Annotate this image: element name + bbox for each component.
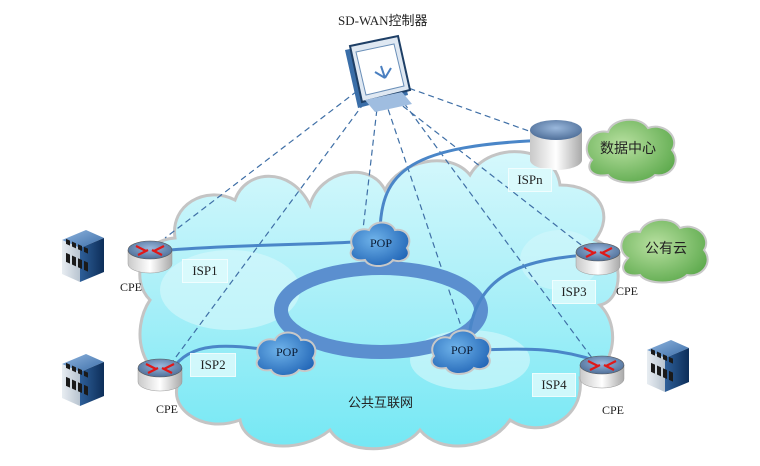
pop-label-3: POP: [450, 343, 473, 357]
ispn-cylinder-icon: [530, 120, 582, 170]
cpe-label-2: CPE: [156, 402, 179, 416]
pop-cloud-2: [255, 331, 317, 377]
cpe-router-icon: [127, 240, 173, 274]
controller-title: SD-WAN控制器: [338, 13, 428, 28]
isp2-label: ISP2: [190, 353, 236, 377]
pop-cloud-1: [349, 221, 411, 267]
datacenter-label: 数据中心: [600, 142, 656, 157]
controller-monitor-icon: [345, 34, 412, 112]
cpe-label-1: CPE: [120, 280, 143, 294]
pop-label-1: POP: [369, 236, 392, 250]
building-icon: [647, 340, 689, 392]
pop-cloud-3: [430, 329, 492, 375]
cpe-label-3: CPE: [616, 284, 639, 298]
public-cloud-label: 公有云: [645, 242, 687, 257]
control-links: [164, 84, 596, 366]
cpe-router-icon: [137, 358, 183, 392]
isp1-label: ISP1: [182, 259, 228, 283]
building-icon: [62, 354, 104, 406]
pop-label-2: POP: [275, 345, 298, 359]
ispn-label: ISPn: [508, 168, 552, 192]
public-cloud-icon: [620, 218, 709, 284]
isp-links: [169, 138, 601, 371]
cpe-label-4: CPE: [602, 403, 625, 417]
isp3-label: ISP3: [552, 280, 596, 304]
internet-label: 公共互联网: [348, 395, 414, 410]
backbone-ring: [274, 261, 488, 359]
datacenter-cloud-icon: [585, 118, 677, 184]
cpe-router-icon: [575, 242, 621, 276]
cpe-router-icon: [579, 355, 625, 389]
building-icon: [62, 230, 104, 282]
isp4-label: ISP4: [532, 373, 576, 397]
